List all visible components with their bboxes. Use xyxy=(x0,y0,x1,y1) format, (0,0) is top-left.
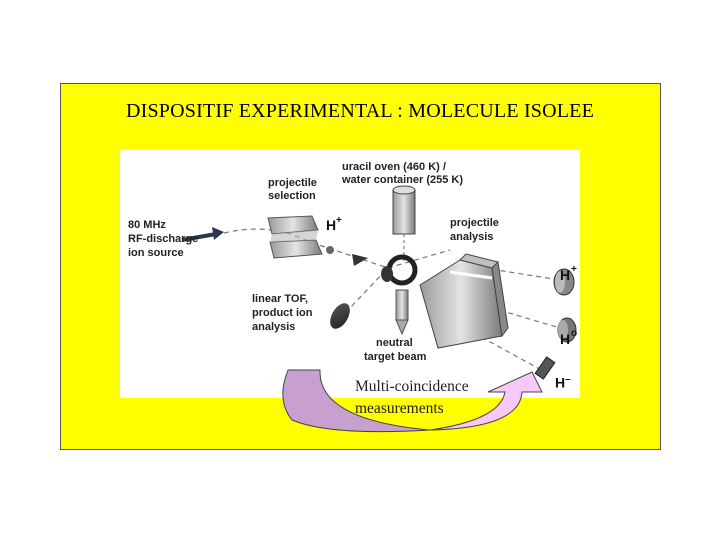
beam-hplus-sup: + xyxy=(336,215,342,226)
ion-source-arrow xyxy=(181,227,224,242)
neutral-target-beam-nozzle xyxy=(395,289,409,336)
projectile-ion-icon xyxy=(326,246,334,254)
tof-label-1: linear TOF, xyxy=(252,293,308,305)
hminus-label: H– xyxy=(555,374,571,391)
projectile-analysis-label-2: analysis xyxy=(450,231,493,243)
projectile-analysis-magnet xyxy=(419,253,509,349)
hzero-sup: o xyxy=(571,328,577,339)
caption-line-1: Multi-coincidence xyxy=(355,378,469,395)
ion-source-label-3: ion source xyxy=(128,247,184,259)
hzero-label: H xyxy=(560,331,570,347)
interaction-region xyxy=(381,254,418,286)
projectile-analysis-label-1: projectile xyxy=(450,217,499,229)
neutral-beam-label-1: neutral xyxy=(376,337,413,349)
hplus-label: H xyxy=(560,267,570,283)
oven-label-1: uracil oven (460 K) / xyxy=(342,161,446,173)
beam-hplus-label: H xyxy=(326,217,336,233)
slide-title: DISPOSITIF EXPERIMENTAL : MOLECULE ISOLE… xyxy=(125,100,595,122)
projectile-selection-magnet xyxy=(267,215,323,259)
projectile-selection-label-1: projectile xyxy=(268,177,317,189)
ion-source-label-1: 80 MHz xyxy=(128,219,166,231)
tof-detector-icon xyxy=(330,303,350,329)
coincidence-caption: Multi-coincidence measurements xyxy=(355,376,469,420)
neutral-beam-label-2: target beam xyxy=(364,351,427,363)
experimental-setup-figure: uracil oven (460 K) / water container (2… xyxy=(120,150,580,398)
projectile-selection-label-2: selection xyxy=(268,190,316,202)
tof-label-2: product ion xyxy=(252,307,313,319)
tof-label-3: analysis xyxy=(252,321,295,333)
ion-source-label-2: RF-discharge xyxy=(128,233,198,245)
uracil-oven xyxy=(392,185,416,264)
caption-line-2: measurements xyxy=(355,400,444,417)
setup-diagram: uracil oven (460 K) / water container (2… xyxy=(128,161,577,380)
hplus-sup: + xyxy=(571,264,577,275)
detector-hzero xyxy=(557,317,577,343)
oven-label-2: water container (255 K) xyxy=(341,174,463,186)
detector-hplus xyxy=(553,268,575,296)
deflector-cone-icon xyxy=(352,254,368,266)
